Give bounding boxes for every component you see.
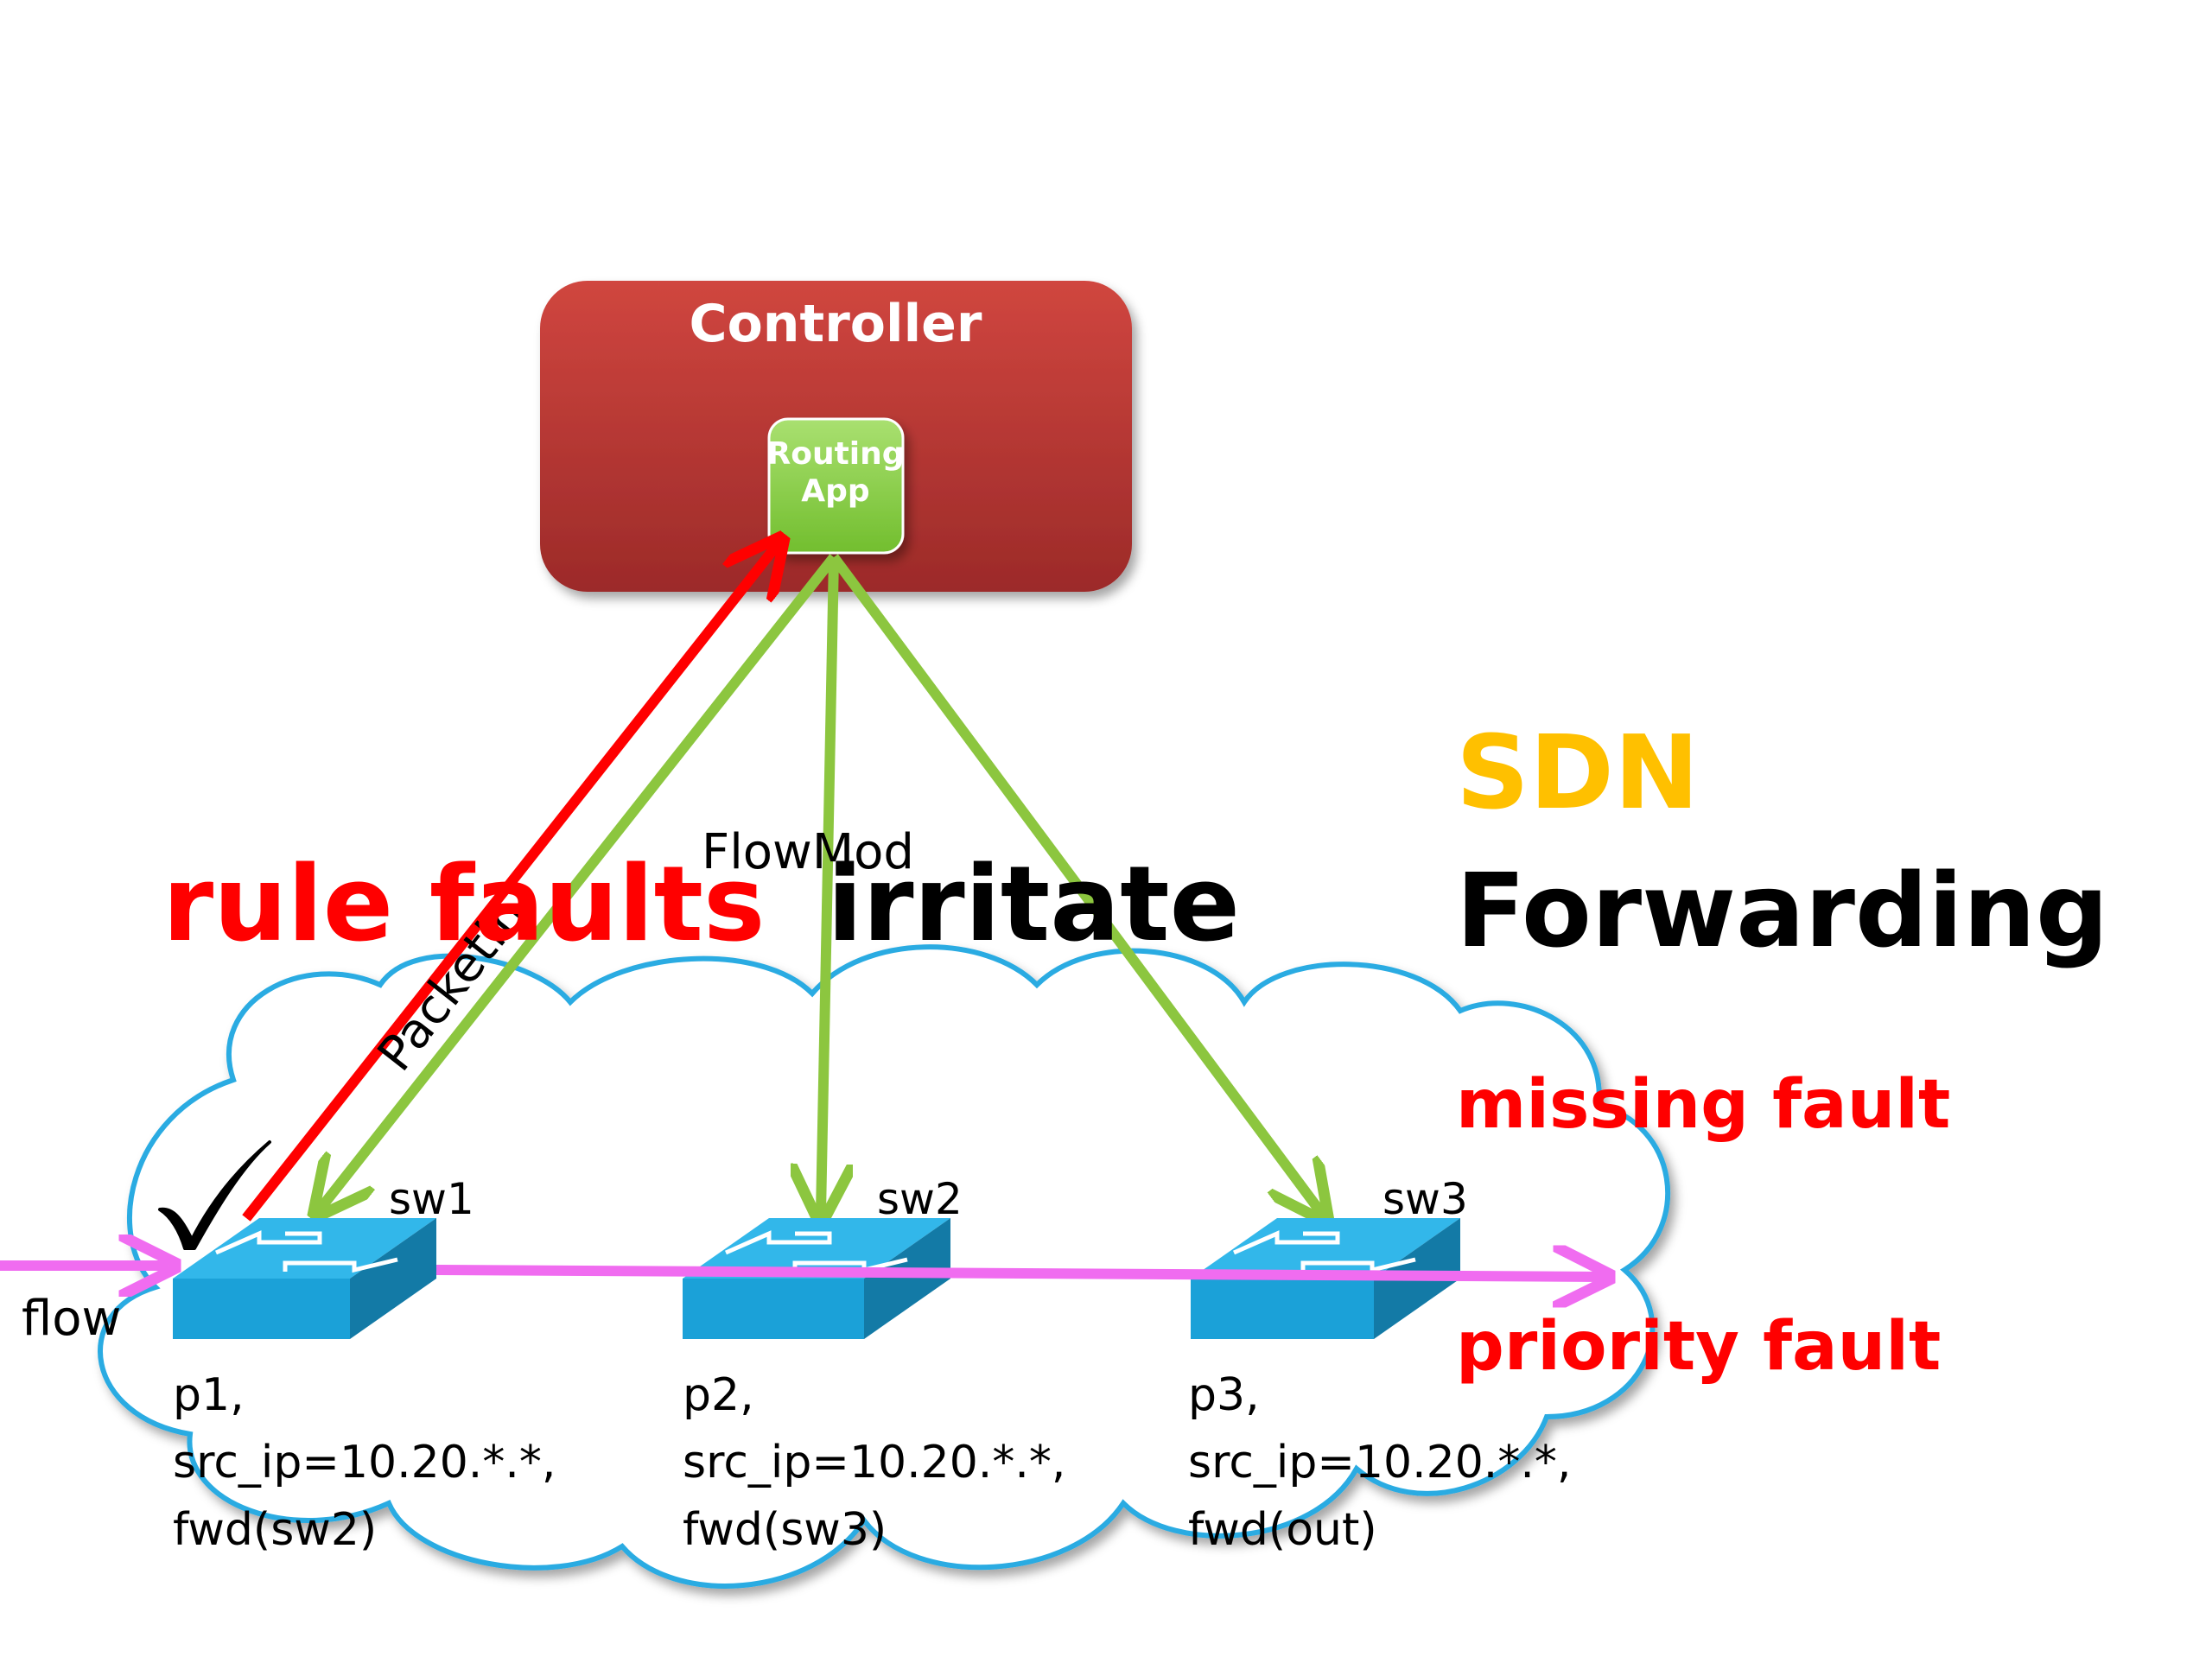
checkmark-icon [158,1140,271,1250]
rule-sw3-line3: fwd(out) [1188,1504,1377,1556]
packetin-arrow [242,544,778,1222]
flowmod-label: FlowMod [702,824,914,880]
rule-sw2: p2, src_ip=10.20.*.*, fwd(sw3) [683,1369,1065,1556]
sdn-label: SDN [1456,713,1700,832]
rule-sw1-line3: fwd(sw2) [173,1504,377,1556]
priority-fault-label: priority fault [1456,1308,1941,1386]
missing-fault-label: missing fault [1456,1066,1950,1144]
rule-sw2-line2: src_ip=10.20.*.*, [683,1437,1065,1488]
rule-sw3-line1: p3, [1188,1369,1260,1421]
switch-sw2: sw2 [683,1174,963,1339]
rule-sw1: p1, src_ip=10.20.*.*, fwd(sw2) [173,1369,556,1556]
switch-sw3-name: sw3 [1382,1174,1468,1224]
routing-app-line2: App [801,473,869,509]
switch-sw2-name: sw2 [877,1174,963,1224]
routing-app-line1: Routing [766,436,904,472]
rule-faults-text: rule faults [162,845,765,965]
flowmod-arrow-sw2 [821,556,834,1214]
rule-sw2-line3: fwd(sw3) [683,1504,887,1556]
flowmod-arrows [320,554,1322,1214]
flow-path-arrow [435,1270,1603,1277]
controller-title: Controller [690,294,982,354]
rule-sw1-line1: p1, [173,1369,245,1421]
rule-sw3-line2: src_ip=10.20.*.*, [1188,1437,1571,1488]
side-panel: SDN Forwarding missing fault priority fa… [1456,713,2108,1386]
switch-sw1-name: sw1 [389,1174,474,1224]
switch-sw1: sw1 [173,1174,474,1339]
routing-app: Routing App [766,417,905,555]
flowmod-arrow-sw3 [830,554,1322,1214]
forwarding-label: Forwarding [1456,851,2108,970]
flow-label: flow [22,1291,121,1347]
rule-sw2-line1: p2, [683,1369,754,1421]
irritate-text: irritate [827,845,1240,965]
flowmod-arrow-sw1 [320,554,838,1209]
rule-sw1-line2: src_ip=10.20.*.*, [173,1437,556,1488]
rule-sw3: p3, src_ip=10.20.*.*, fwd(out) [1188,1369,1571,1556]
rule-faults-title: rule faults irritate [162,845,1240,965]
